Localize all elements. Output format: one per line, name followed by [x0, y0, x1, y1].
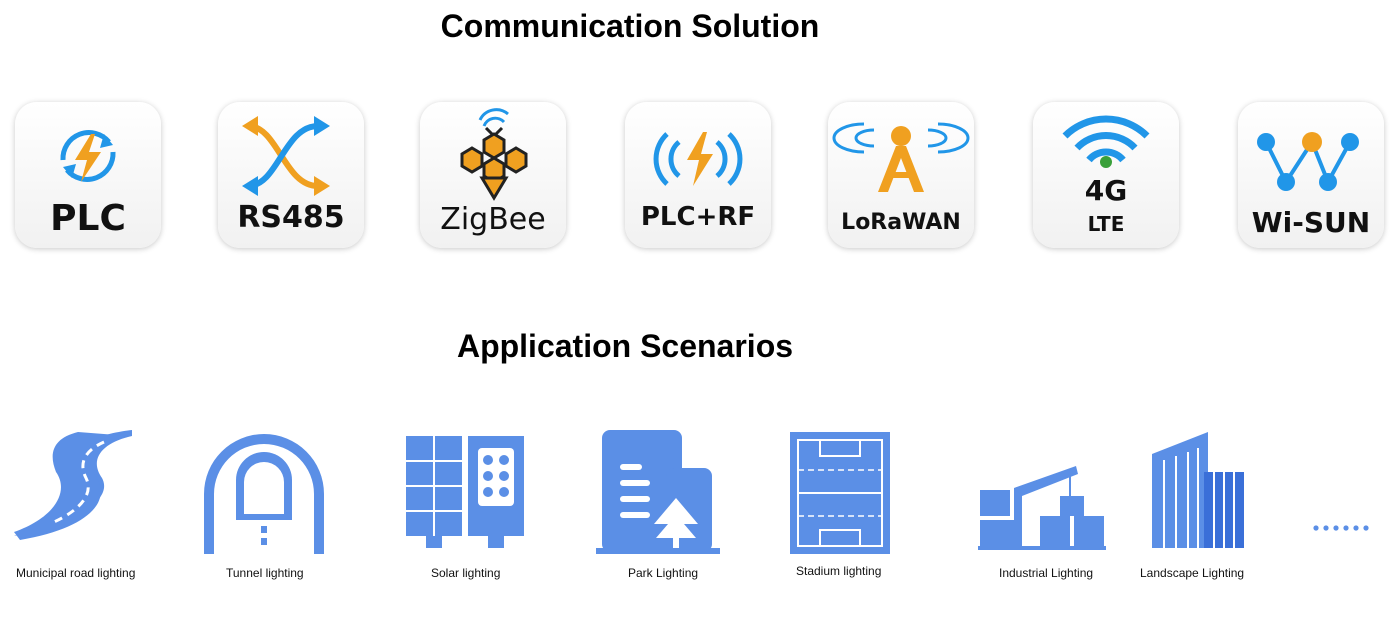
communication-title: Communication Solution: [440, 8, 820, 44]
park-building-icon: [596, 430, 720, 554]
scene-park[interactable]: [596, 428, 720, 556]
road-icon: [14, 430, 132, 540]
tile-label-plc: PLC: [50, 198, 126, 239]
skyline-building-icon: [1152, 432, 1244, 548]
scene-label-landscape: Landscape Lighting: [1140, 566, 1245, 580]
more-scenarios-dots: ......: [1312, 520, 1376, 541]
applications-title: Application Scenarios: [456, 328, 794, 364]
scene-stadium[interactable]: [788, 430, 892, 556]
antenna-tower-icon: [832, 122, 970, 192]
tile-label-rs485: RS485: [237, 200, 345, 235]
scene-label-tunnel: Tunnel lighting: [226, 566, 304, 580]
tile-rs485[interactable]: RS485: [218, 102, 364, 248]
tile-label-plc-rf: PLC+RF: [640, 202, 756, 232]
tile-plc-rf[interactable]: PLC+RF: [625, 102, 771, 248]
crane-industrial-icon: [978, 466, 1106, 550]
tile-sublabel-lte: LTE: [1087, 212, 1125, 236]
tunnel-icon: [204, 434, 324, 554]
scene-industrial[interactable]: [978, 462, 1106, 552]
crossed-arrows-icon: [242, 116, 330, 196]
stadium-field-icon: [790, 432, 890, 554]
tile-label-lorawan: LoRaWAN: [841, 210, 961, 235]
tile-label-wi-sun: Wi-SUN: [1251, 206, 1371, 239]
scene-solar[interactable]: [404, 434, 526, 550]
plc-power-cycle-icon: [60, 130, 116, 182]
tile-zigbee[interactable]: ZigBee: [420, 102, 566, 248]
solar-panel-icon: [406, 436, 524, 548]
tile-plc[interactable]: PLC: [15, 102, 161, 248]
tile-label-zigbee: ZigBee: [440, 202, 546, 237]
tile-lorawan[interactable]: LoRaWAN: [828, 102, 974, 248]
wifi-signal-icon: [1062, 115, 1150, 168]
scene-label-solar: Solar lighting: [431, 566, 501, 580]
tile-label-4g: 4G: [1084, 174, 1128, 207]
scene-label-park: Park Lighting: [628, 566, 699, 580]
scene-label-industrial: Industrial Lighting: [999, 566, 1094, 580]
ellipsis-icon: [1313, 525, 1369, 531]
scene-label-municipal-road: Municipal road lighting: [16, 566, 136, 580]
bee-icon: [460, 108, 528, 201]
wireless-bolt-icon: [653, 132, 743, 186]
scene-label-stadium: Stadium lighting: [796, 564, 882, 578]
tile-4g-lte[interactable]: 4G LTE: [1033, 102, 1179, 248]
scene-landscape[interactable]: [1150, 430, 1246, 552]
tile-wi-sun[interactable]: Wi-SUN: [1238, 102, 1384, 248]
mesh-network-icon: [1257, 132, 1359, 191]
scene-municipal-road[interactable]: [14, 428, 144, 558]
scene-tunnel[interactable]: [200, 430, 330, 556]
